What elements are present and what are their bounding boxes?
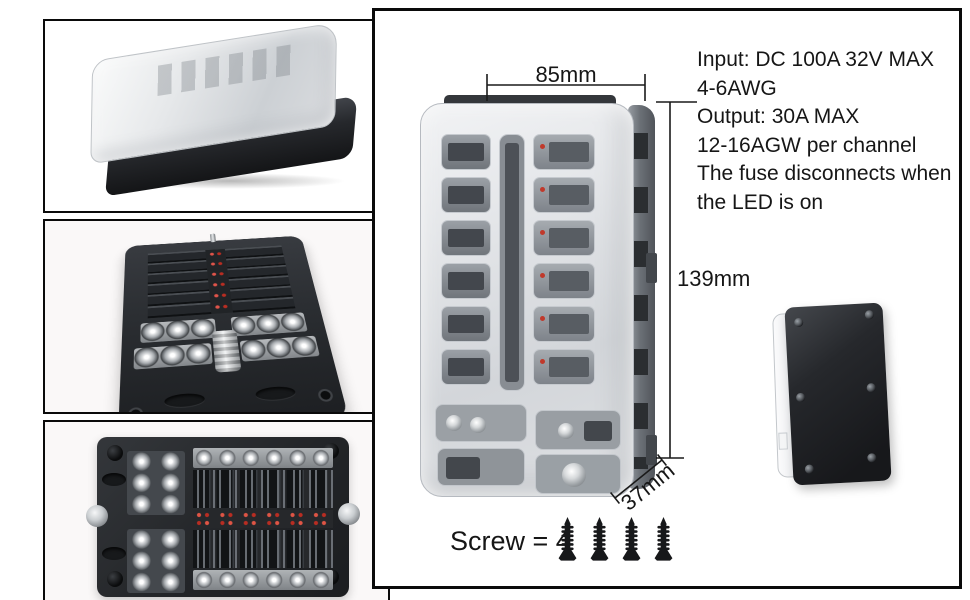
side-vent-slots	[633, 133, 648, 469]
spec-line: The fuse disconnects when	[697, 162, 952, 185]
fuse-window-column-left	[441, 134, 491, 392]
fuse-window-grid	[441, 134, 613, 392]
screw-count-label: Screw = 4	[450, 526, 571, 556]
spec-line: 12-16AGW per channel	[697, 133, 917, 157]
screw-icon	[590, 516, 609, 561]
spec-line: 4-6AWG	[697, 76, 777, 100]
terminal-window-area	[435, 404, 621, 494]
terminal-window	[535, 454, 621, 494]
terminal-screw-strip	[193, 570, 333, 590]
gallery-photo-open-fuse-box-top-view	[43, 420, 390, 600]
dimension-lines	[486, 74, 697, 504]
base-recess	[164, 392, 206, 409]
terminal-window	[437, 448, 525, 486]
gallery-photo-open-fuse-box-angled	[43, 219, 390, 414]
led-indicator-band	[193, 510, 333, 528]
main-product-photo	[420, 95, 660, 509]
terminal-screw-row	[230, 312, 308, 337]
black-back-plate	[784, 302, 892, 486]
mounting-hole	[127, 406, 144, 412]
fuse-slot-column-left	[147, 250, 212, 319]
fuse-box-open	[118, 233, 349, 412]
mounting-hole	[316, 388, 335, 403]
main-power-stud	[211, 329, 242, 373]
fuse-slot-row-lower	[193, 530, 333, 568]
main-panel: Input: DC 100A 32V MAX 4-6AWG Output: 30…	[372, 8, 962, 589]
frosted-front-cover	[420, 103, 634, 497]
cover-latch-pin	[209, 233, 216, 243]
terminal-window	[535, 410, 621, 450]
cover-vents	[157, 44, 293, 97]
screw-icon	[654, 516, 673, 561]
fuse-zone	[193, 448, 333, 590]
spec-line: Output: 30A MAX	[697, 105, 860, 128]
negative-terminal-block	[127, 529, 185, 593]
negative-terminal-block	[127, 451, 185, 515]
fuse-slot-row-upper	[193, 470, 333, 508]
fuse-box-top-view	[86, 437, 360, 597]
terminal-screw-row	[239, 335, 320, 362]
spec-line: Input: DC 100A 32V MAX	[697, 48, 934, 71]
fuse-window-column-right	[533, 134, 595, 392]
mounting-hole	[107, 445, 123, 461]
gallery-photo-covered-fuse-box-angled	[43, 19, 390, 213]
chrome-side-stud	[86, 505, 108, 527]
screw-icon	[622, 516, 641, 561]
spec-text-block: Input: DC 100A 32V MAX 4-6AWG Output: 30…	[697, 46, 953, 217]
terminal-screw-strip	[193, 448, 333, 468]
mounting-hole	[107, 571, 123, 587]
wire-notch	[778, 432, 788, 450]
terminal-window	[435, 404, 527, 442]
base-recess	[102, 473, 126, 486]
back-view-photo	[772, 302, 892, 487]
fuse-slot-column-right	[224, 245, 296, 313]
screw-icons-row	[557, 516, 674, 563]
dimension-height-label: 139mm	[677, 266, 751, 291]
base-recess	[254, 385, 297, 402]
terminal-screw-row	[140, 318, 217, 344]
side-clip	[646, 435, 657, 465]
screw-icon	[558, 516, 577, 561]
base-recess	[102, 547, 126, 560]
spec-line: the LED is on	[697, 190, 824, 214]
side-clip	[646, 253, 657, 283]
center-window-strip	[499, 134, 525, 391]
chrome-side-stud	[338, 503, 360, 525]
terminal-screw-row	[133, 343, 213, 370]
dimension-width-label: 85mm	[535, 62, 597, 87]
